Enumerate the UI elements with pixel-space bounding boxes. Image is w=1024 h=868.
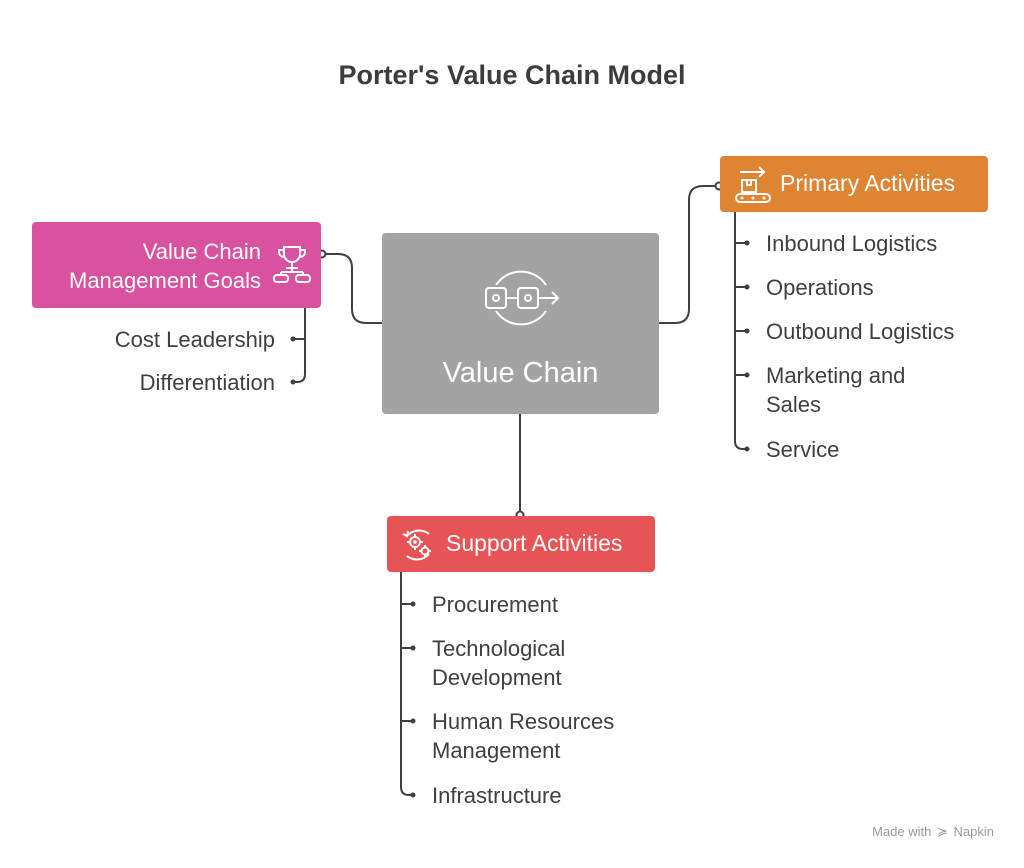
primary-item: Outbound Logistics xyxy=(766,319,955,344)
management-goals-node[interactable]: Value Chain Management Goals xyxy=(32,222,321,308)
management-goals-label: Value Chain Management Goals xyxy=(69,239,261,293)
trophy-flow-icon xyxy=(272,244,312,291)
primary-activities-node[interactable]: Primary Activities xyxy=(720,156,988,212)
support-activities-label: Support Activities xyxy=(446,530,623,556)
gears-cycle-icon xyxy=(399,526,437,569)
page-title: Porter's Value Chain Model xyxy=(338,60,686,90)
value-chain-node[interactable]: Value Chain xyxy=(382,233,659,414)
footer-attribution[interactable]: Made with ≽ Napkin xyxy=(872,824,994,839)
napkin-logo-icon: ≽ xyxy=(937,824,948,839)
primary-item: Inbound Logistics xyxy=(766,231,938,256)
goals-item: Cost Leadership xyxy=(114,327,275,352)
value-chain-label: Value Chain xyxy=(442,357,599,389)
support-item: Procurement xyxy=(432,592,558,617)
goals-item: Differentiation xyxy=(139,370,275,395)
chain-link-arrow-icon xyxy=(478,255,564,346)
support-item: Infrastructure xyxy=(432,783,562,808)
support-activities-node[interactable]: Support Activities xyxy=(387,516,655,572)
primary-item: Service xyxy=(766,437,840,462)
primary-item: Operations xyxy=(766,275,874,300)
primary-activities-label: Primary Activities xyxy=(780,170,956,196)
conveyor-belt-icon xyxy=(734,166,772,209)
